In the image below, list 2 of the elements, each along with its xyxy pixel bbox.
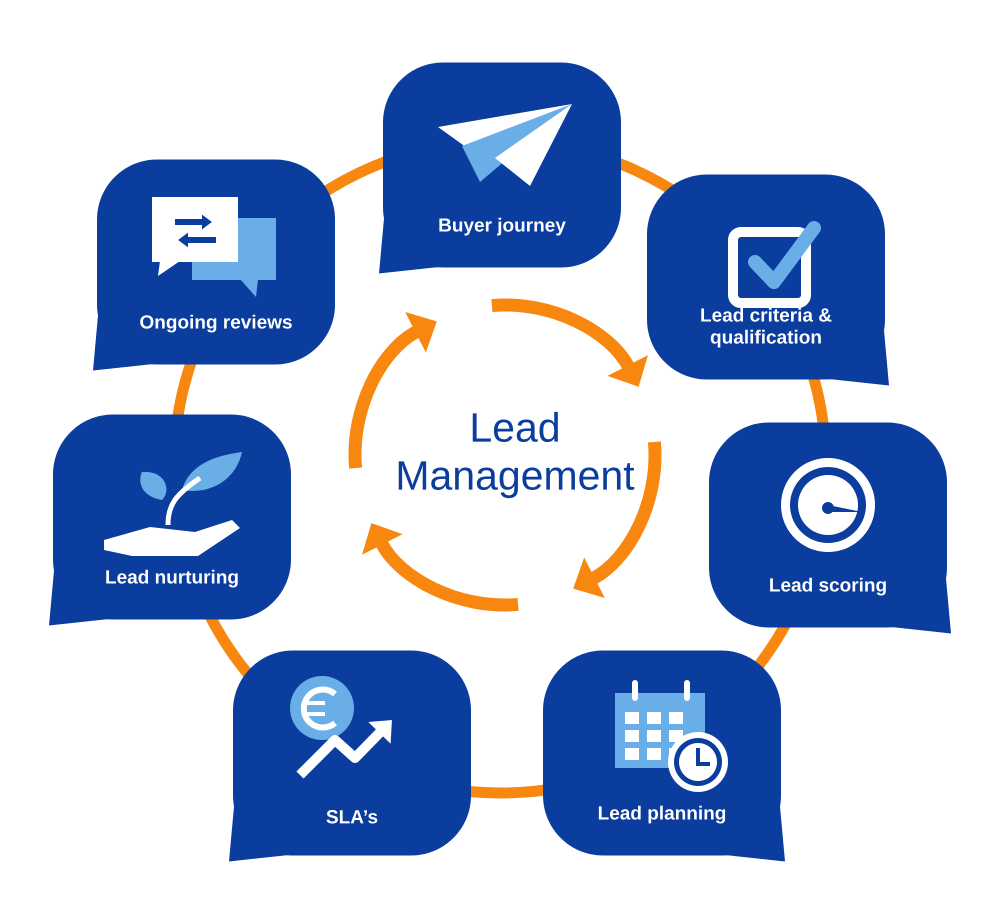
speech-bubble: Lead criteria & qualification [647,174,889,386]
center-title: Lead Management [398,412,634,498]
